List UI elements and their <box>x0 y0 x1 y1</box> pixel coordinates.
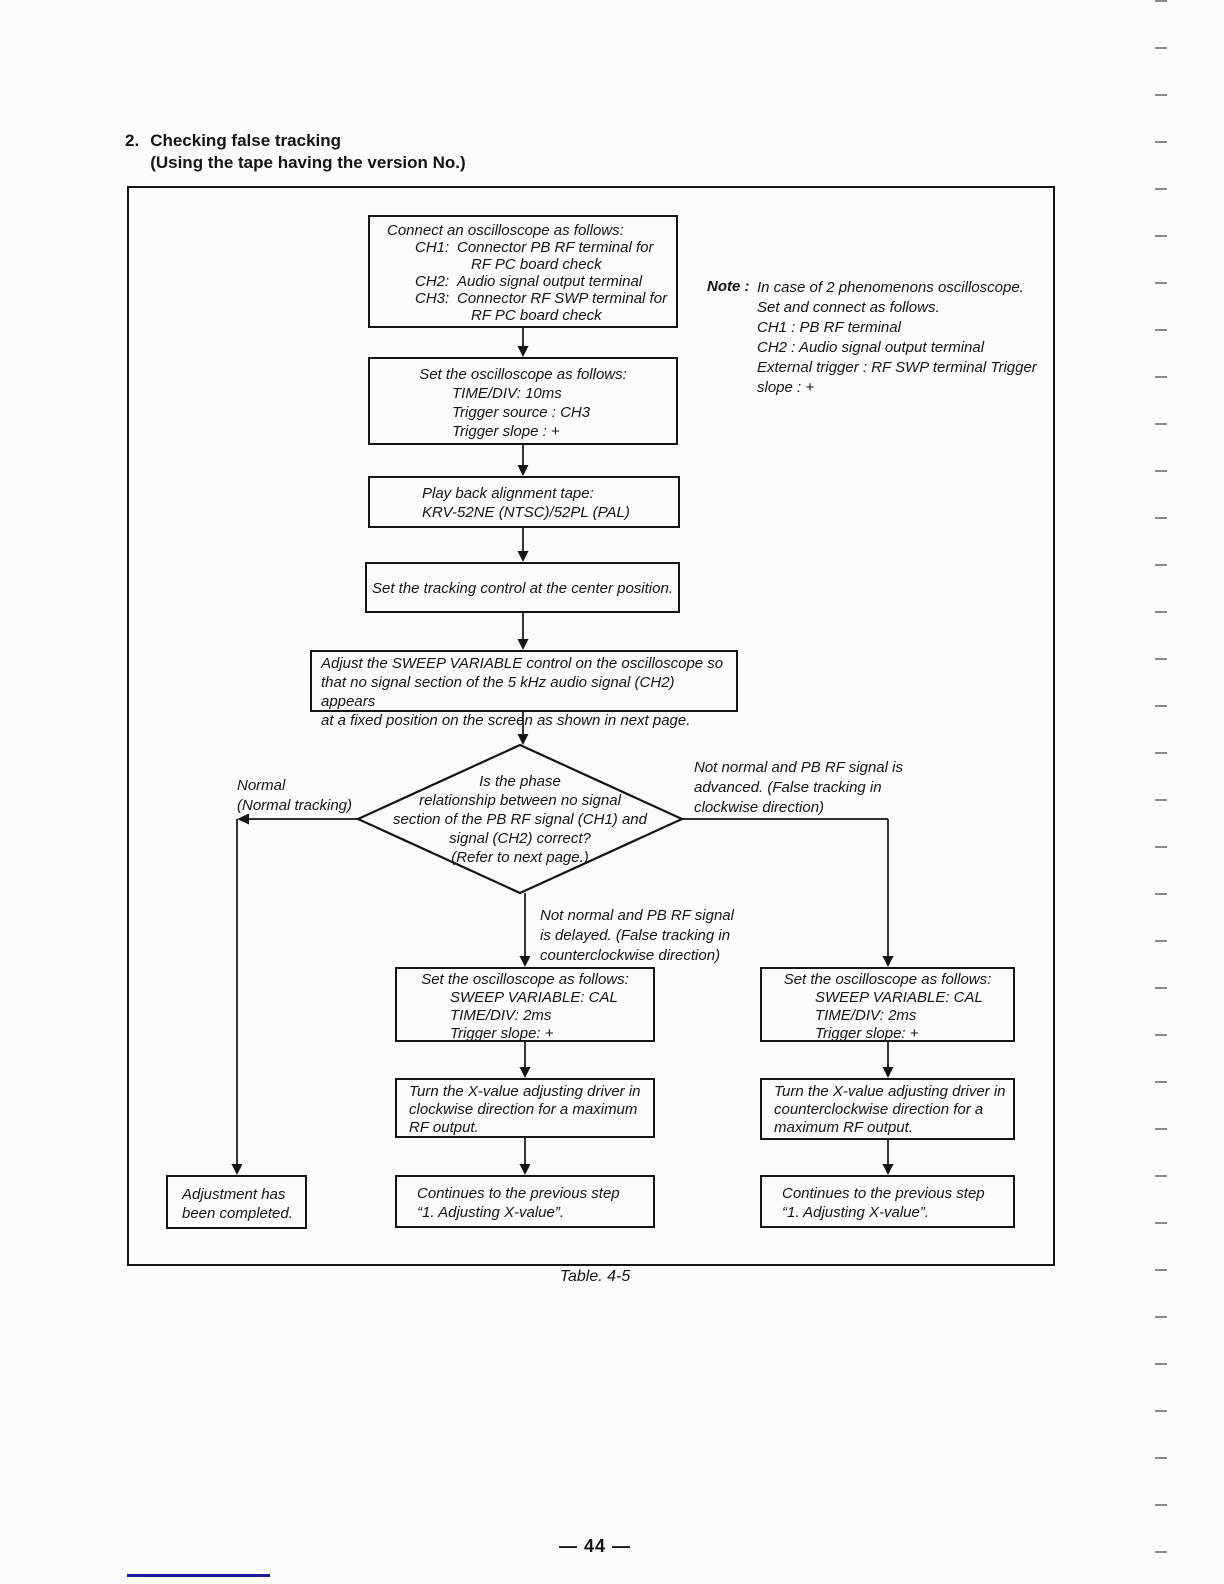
setup-advanced-title: Set the oscilloscope as follows: <box>783 971 992 988</box>
setup1-lines: TIME/DIV: 10ms Trigger source : CH3 Trig… <box>452 385 591 440</box>
scope-setup-box-1: Set the oscilloscope as follows: TIME/DI… <box>368 357 678 445</box>
continue-box-delayed: Continues to the previous step “1. Adjus… <box>395 1175 655 1228</box>
setup1-title: Set the oscilloscope as follows: <box>419 366 627 383</box>
footer-underline <box>127 1574 270 1577</box>
ch3-label: CH3: <box>415 290 450 307</box>
ch2-text: Audio signal output terminal <box>457 273 643 290</box>
section-number: 2. <box>125 131 140 150</box>
table-caption: Table. 4-5 <box>559 1268 631 1285</box>
connect-box-title: Connect an oscilloscope as follows: <box>387 222 624 239</box>
note-text: In case of 2 phenomenons oscilloscope. S… <box>757 279 1037 396</box>
branch-label-advanced: Not normal and PB RF signal is advanced.… <box>694 759 903 816</box>
section-title-line1: Checking false tracking <box>150 131 342 150</box>
scope-setup-box-advanced: Set the oscilloscope as follows: SWEEP V… <box>760 967 1015 1042</box>
adjustment-completed-box: Adjustment has been completed. <box>166 1175 307 1229</box>
section-heading: 2. Checking false tracking (Using the ta… <box>125 130 466 174</box>
sweep-variable-adjust-box: Adjust the SWEEP VARIABLE control on the… <box>310 650 738 729</box>
setup-delayed-title: Set the oscilloscope as follows: <box>421 971 629 988</box>
ch1-label: CH1: <box>415 239 450 256</box>
setup-advanced-lines: SWEEP VARIABLE: CAL TIME/DIV: 2ms Trigge… <box>815 989 983 1042</box>
connect-oscilloscope-box: Connect an oscilloscope as follows: CH1:… <box>368 215 678 328</box>
tracking-center-box: Set the tracking control at the center p… <box>365 562 680 613</box>
ch2-row: CH2: Audio signal output terminal <box>415 273 676 290</box>
playback-tape-box: Play back alignment tape: KRV-52NE (NTSC… <box>368 476 680 528</box>
section-title-line2: (Using the tape having the version No.) <box>150 153 466 172</box>
setup-delayed-lines: SWEEP VARIABLE: CAL TIME/DIV: 2ms Trigge… <box>450 989 618 1042</box>
section-title: Checking false tracking (Using the tape … <box>150 130 465 174</box>
ch2-label: CH2: <box>415 273 450 290</box>
turn-counterclockwise-box: Turn the X-value adjusting driver in cou… <box>760 1078 1015 1140</box>
page-number: — 44 — <box>558 1536 632 1556</box>
note-label: Note : <box>707 278 750 295</box>
ch1-text: Connector PB RF terminal for <box>457 239 654 256</box>
branch-label-delayed: Not normal and PB RF signal is delayed. … <box>540 907 734 964</box>
branch-label-normal: Normal (Normal tracking) <box>237 777 353 814</box>
ch1-text-cont: RF PC board check <box>471 256 602 273</box>
turn-clockwise-box: Turn the X-value adjusting driver in clo… <box>395 1078 655 1138</box>
flowchart-frame <box>127 186 1055 1266</box>
scan-binder-marks <box>1155 0 1167 1584</box>
ch3-text-cont: RF PC board check <box>471 307 602 324</box>
continue-box-advanced: Continues to the previous step “1. Adjus… <box>760 1175 1015 1228</box>
decision-text: Is the phase relationship between no sig… <box>392 773 647 866</box>
ch3-text: Connector RF SWP terminal for <box>457 290 668 307</box>
scope-setup-box-delayed: Set the oscilloscope as follows: SWEEP V… <box>395 967 655 1042</box>
